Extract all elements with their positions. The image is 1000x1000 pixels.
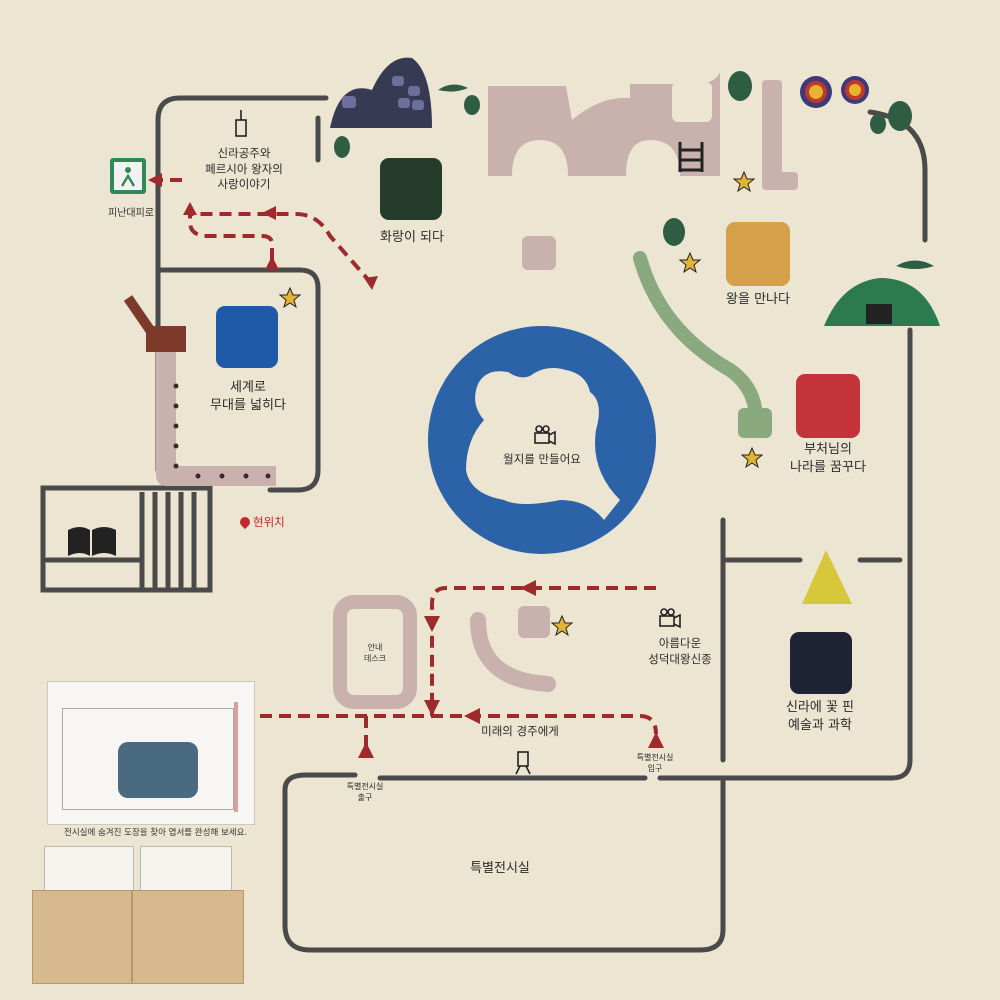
science-label: 신라에 꽃 핀 예술과 과학	[785, 700, 855, 733]
mountain-shape	[330, 57, 432, 128]
poster-frame	[62, 708, 234, 810]
location-pin-icon	[237, 514, 253, 530]
trees	[334, 71, 934, 269]
tomb-shape	[824, 278, 940, 326]
lamp-shape	[802, 550, 852, 604]
silla-persia-label: 신라공주와 페르시아 왕자의 사랑이야기	[205, 146, 283, 192]
info-desk-shape	[333, 595, 417, 709]
pink-walkway	[123, 295, 276, 486]
poster-arrow	[234, 702, 238, 812]
stairs	[139, 492, 197, 588]
postcard-box-right	[132, 890, 244, 984]
world-sign	[216, 306, 278, 368]
king-sign	[726, 222, 790, 286]
stamp-poster	[48, 682, 254, 824]
poster-illustration	[118, 742, 198, 798]
target-shapes	[800, 76, 869, 108]
route-arrows	[148, 173, 664, 758]
building-outline	[40, 95, 928, 953]
current-location-marker: 현위치	[237, 514, 285, 530]
kiosk-icon	[235, 110, 247, 137]
king-label: 왕을 만나다	[726, 292, 790, 307]
camera-icon	[515, 425, 681, 775]
emergency-exit-label: 피난대피로	[108, 208, 154, 219]
special-entrance-label: 특별전시실 입구	[636, 753, 674, 773]
star-icon	[278, 170, 764, 637]
special-exit-label: 특별전시실 출구	[346, 782, 384, 802]
buddha-label: 부처님의 나라를 꿈꾸다	[790, 442, 866, 475]
current-location-label: 현위치	[253, 515, 285, 529]
science-sign	[790, 632, 852, 694]
special-hall-label: 특별전시실	[470, 861, 530, 876]
info-desk-label: 안내 데스크	[363, 643, 387, 663]
future-label: 미래의 경주에게	[481, 724, 559, 738]
hwarang-sign	[380, 158, 442, 220]
buddha-sign	[796, 374, 860, 438]
postcard-box-left	[32, 890, 132, 984]
world-label: 세계로 무대를 넓히다	[210, 380, 286, 413]
palace-shape	[488, 72, 798, 190]
book-icon	[68, 527, 116, 556]
garden-path	[633, 251, 763, 427]
exit-sign-icon	[110, 158, 146, 194]
poster-caption: 전시실에 숨겨진 도장을 찾아 엽서를 완성해 보세요.	[64, 828, 248, 838]
wolji-label: 월지를 만들어요	[503, 452, 581, 466]
bell-label: 아름다운 성덕대왕신종	[648, 636, 712, 666]
hwarang-label: 화랑이 되다	[380, 230, 444, 245]
